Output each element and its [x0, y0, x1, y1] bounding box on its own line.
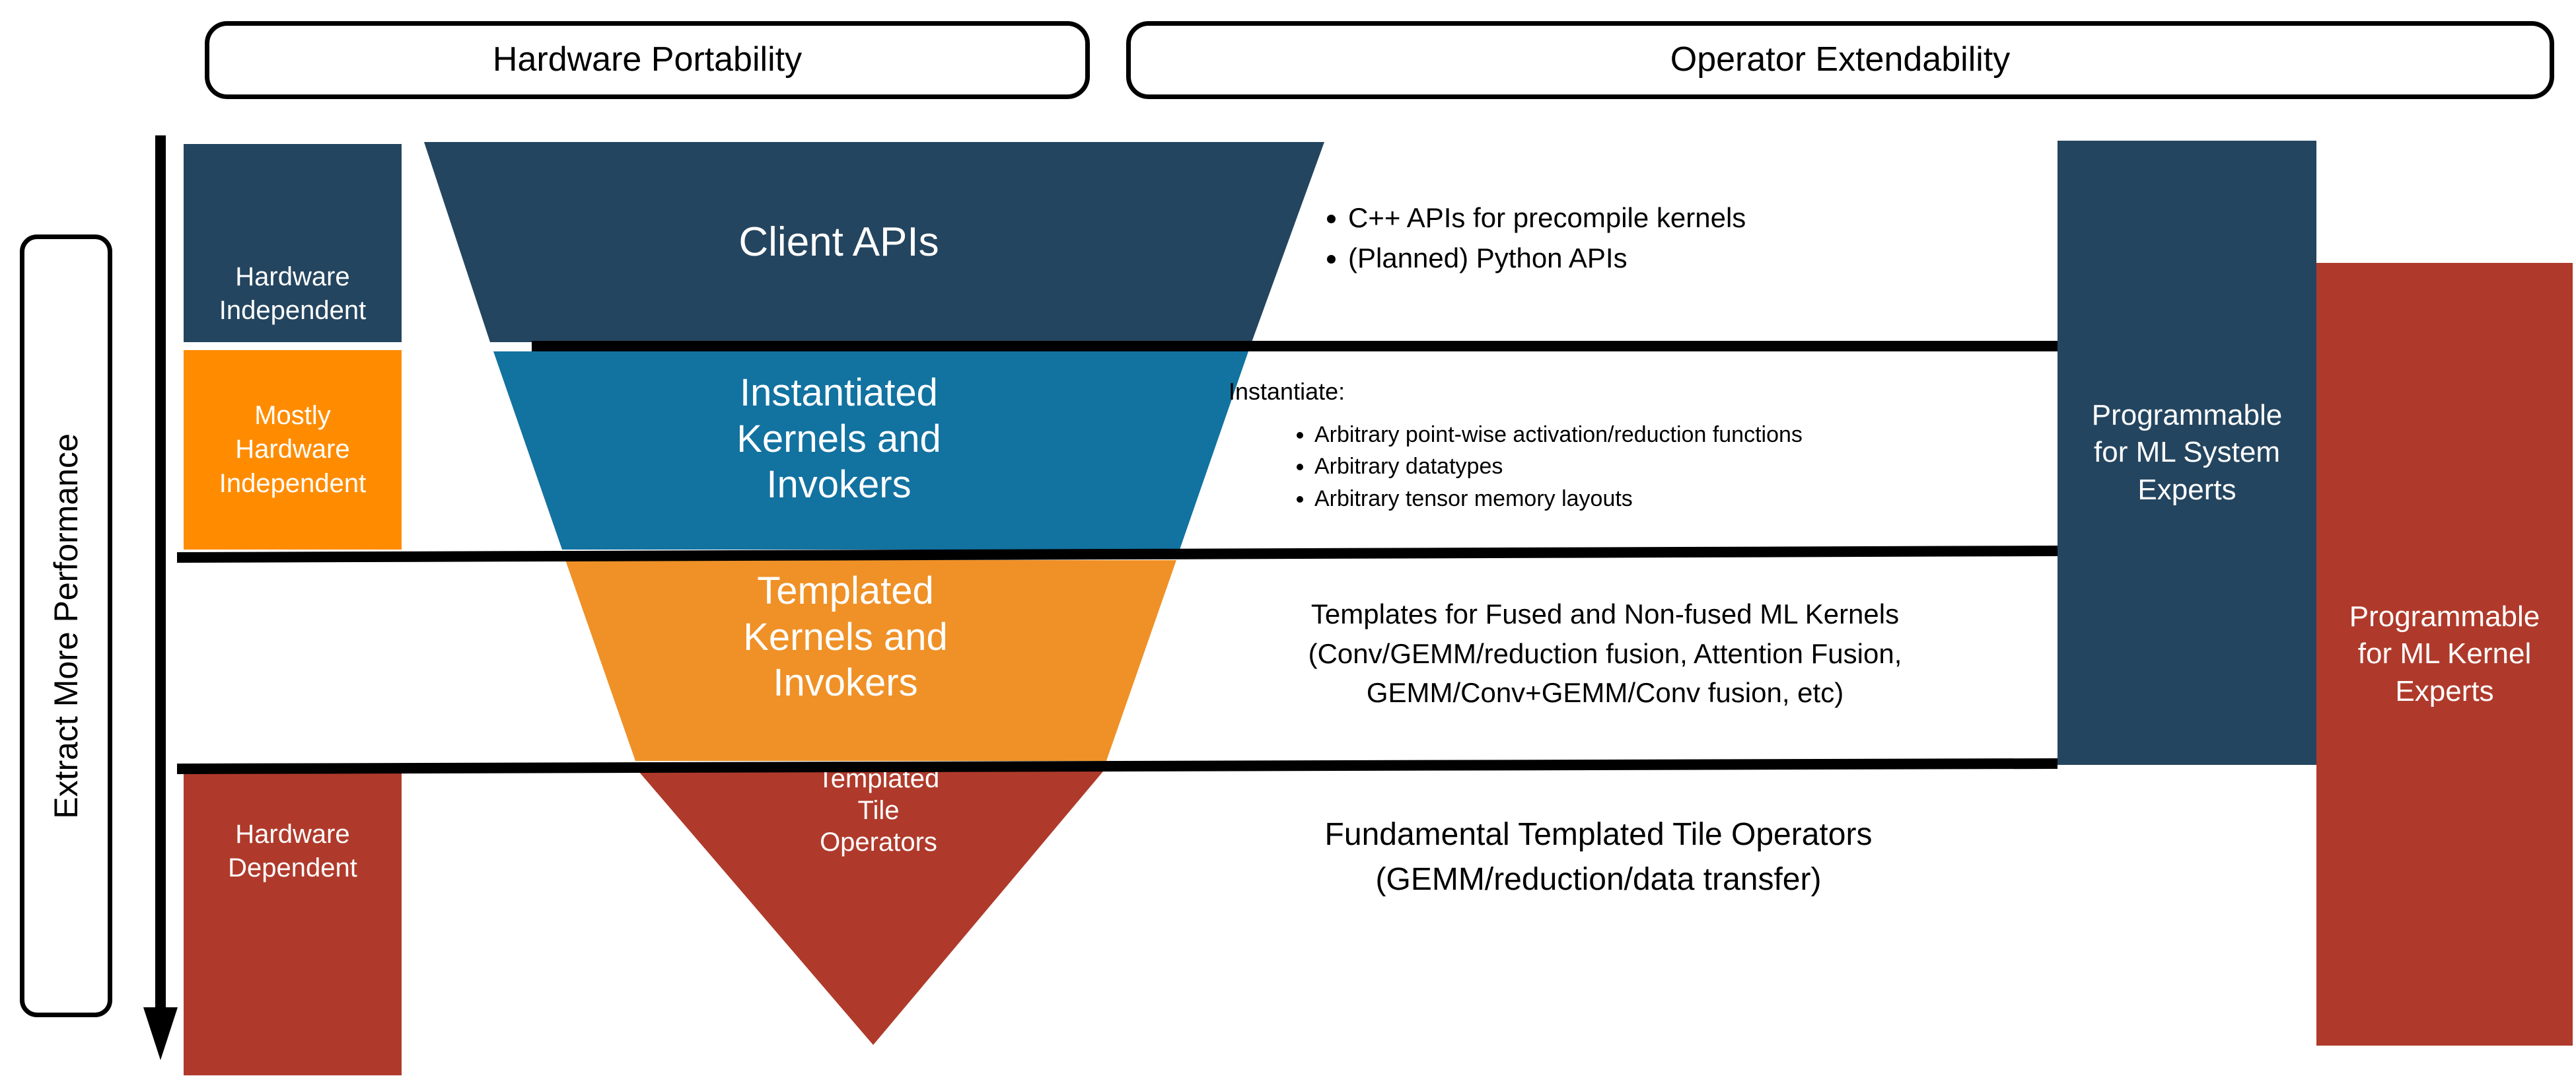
- funnel-label-client-apis: Client APIs: [509, 218, 1169, 267]
- hardware-portability-header: Hardware Portability: [205, 21, 1090, 99]
- description-instantiated-kernels: Instantiate: Arbitrary point-wise activa…: [1229, 378, 2041, 515]
- list-item: Arbitrary datatypes: [1314, 450, 2041, 482]
- divider-line-3: [176, 758, 2058, 774]
- description-fundamental-tile-operators: Fundamental Templated Tile Operators (GE…: [1324, 817, 1873, 898]
- client-apis-bullet-list: C++ APIs for precompile kernels (Planned…: [1311, 198, 2024, 279]
- description-templated-kernels: Templates for Fused and Non-fused ML Ker…: [1308, 598, 1902, 709]
- operator-extendability-header: Operator Extendability: [1126, 21, 2554, 99]
- list-item: (Planned) Python APIs: [1348, 238, 2024, 279]
- axis-label-text: Extract More Performance: [48, 433, 85, 819]
- hardware-portability-label: Hardware Portability: [492, 40, 803, 79]
- funnel-label-client-apis-text: Client APIs: [738, 219, 939, 265]
- list-item: Arbitrary tensor memory layouts: [1314, 483, 2041, 515]
- operator-extendability-label: Operator Extendability: [1670, 40, 2011, 79]
- list-item: Arbitrary point-wise activation/reductio…: [1314, 419, 2041, 450]
- description-client-apis: C++ APIs for precompile kernels (Planned…: [1311, 198, 2024, 279]
- divider-line-2: [176, 546, 2058, 563]
- instantiate-bullet-list: Arbitrary point-wise activation/reductio…: [1229, 419, 2041, 515]
- instantiate-lead-label: Instantiate:: [1229, 378, 1345, 405]
- down-arrow-icon: [143, 135, 178, 1060]
- extract-more-performance-axis-label: Extract More Performance: [20, 234, 112, 1017]
- list-item: C++ APIs for precompile kernels: [1348, 198, 2024, 238]
